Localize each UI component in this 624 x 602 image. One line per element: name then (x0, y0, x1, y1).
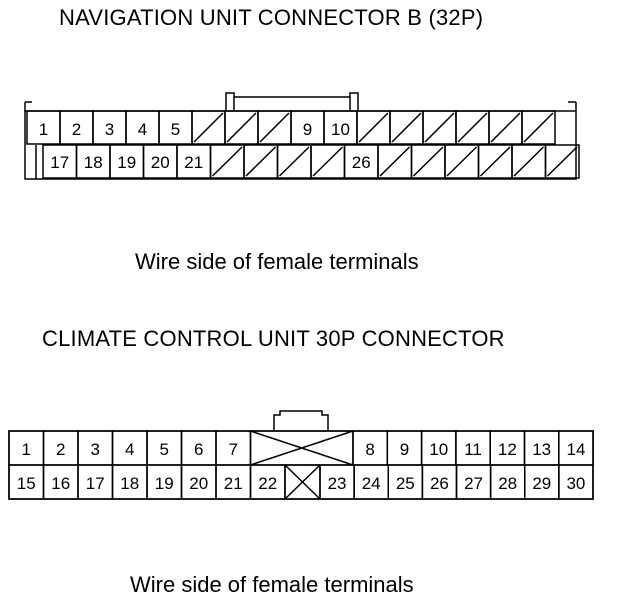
unused-terminal-slash (446, 146, 478, 177)
terminal-label: 10 (429, 440, 448, 459)
terminal-label: 15 (17, 474, 36, 493)
unused-terminal-slash (358, 112, 389, 143)
terminal-label: 21 (184, 153, 203, 172)
terminal-label: 19 (117, 153, 136, 172)
terminal-label: 23 (328, 474, 347, 493)
unused-terminal-slash (193, 112, 224, 143)
unused-terminal-slash (226, 112, 257, 143)
terminal-label: 17 (86, 474, 105, 493)
unused-terminal-slash (379, 146, 411, 177)
terminal-label: 9 (400, 440, 409, 459)
blocked-section-cross (250, 430, 354, 466)
terminal-label: 3 (91, 440, 100, 459)
blocked-terminal-cross (284, 464, 321, 500)
terminal-label: 6 (194, 440, 203, 459)
terminal-label: 14 (566, 440, 585, 459)
terminal-label: 5 (171, 120, 180, 139)
unused-terminal-slash (457, 112, 488, 143)
unused-terminal-slash (245, 146, 277, 177)
terminal-label: 13 (532, 440, 551, 459)
unused-terminal-slash (312, 146, 344, 177)
unused-terminal-slash (546, 146, 578, 177)
terminal-label: 1 (39, 120, 48, 139)
unused-terminal-slash (490, 112, 521, 143)
terminal-label: 1 (22, 440, 31, 459)
unused-terminal-slash (211, 146, 243, 177)
terminal-label: 22 (258, 474, 277, 493)
unused-terminal-slash (412, 146, 444, 177)
terminal-label: 2 (72, 120, 81, 139)
terminal-label: 28 (498, 474, 517, 493)
terminal-label: 10 (331, 120, 350, 139)
terminal-label: 26 (352, 153, 371, 172)
connector-b-title: NAVIGATION UNIT CONNECTOR B (32P) (59, 5, 484, 30)
terminal-label: 17 (50, 153, 69, 172)
climate-connector-caption: Wire side of female terminals (130, 572, 414, 597)
terminal-label: 20 (151, 153, 170, 172)
terminal-label: 21 (224, 474, 243, 493)
terminal-label: 27 (464, 474, 483, 493)
terminal-cell (521, 110, 556, 145)
terminal-label: 12 (498, 440, 517, 459)
climate-lock-latch (273, 410, 329, 431)
navigation-connector-b: 1 2 3 4 5 9 10 17 18 19 20 21 26 (24, 92, 580, 180)
climate-connector-title: CLIMATE CONTROL UNIT 30P CONNECTOR (42, 326, 505, 351)
terminal-label: 9 (303, 120, 312, 139)
terminal-label: 25 (396, 474, 415, 493)
terminal-label: 18 (84, 153, 103, 172)
terminal-label: 30 (566, 474, 585, 493)
terminal-label: 5 (160, 440, 169, 459)
unused-terminal-slash (278, 146, 310, 177)
terminal-label: 7 (229, 440, 238, 459)
terminal-label: 20 (189, 474, 208, 493)
terminal-label: 3 (105, 120, 114, 139)
unused-terminal-slash (391, 112, 422, 143)
terminal-label: 4 (138, 120, 147, 139)
terminal-cell (544, 144, 580, 179)
terminal-label: 24 (362, 474, 381, 493)
terminal-label: 26 (430, 474, 449, 493)
unused-terminal-slash (513, 146, 545, 177)
unused-terminal-slash (479, 146, 511, 177)
terminal-label: 18 (120, 474, 139, 493)
terminal-label: 16 (51, 474, 70, 493)
terminal-cell (558, 464, 594, 500)
connector-b-caption: Wire side of female terminals (135, 249, 419, 274)
terminal-label: 11 (464, 440, 482, 459)
unused-terminal-slash (424, 112, 455, 143)
terminal-label: 19 (155, 474, 174, 493)
terminal-label: 2 (56, 440, 65, 459)
unused-terminal-slash (259, 112, 290, 143)
terminal-label: 29 (532, 474, 551, 493)
unused-terminal-slash (523, 112, 554, 143)
terminal-label: 4 (125, 440, 134, 459)
connector-b-lock-latch (225, 92, 359, 111)
terminal-label: 8 (365, 440, 374, 459)
